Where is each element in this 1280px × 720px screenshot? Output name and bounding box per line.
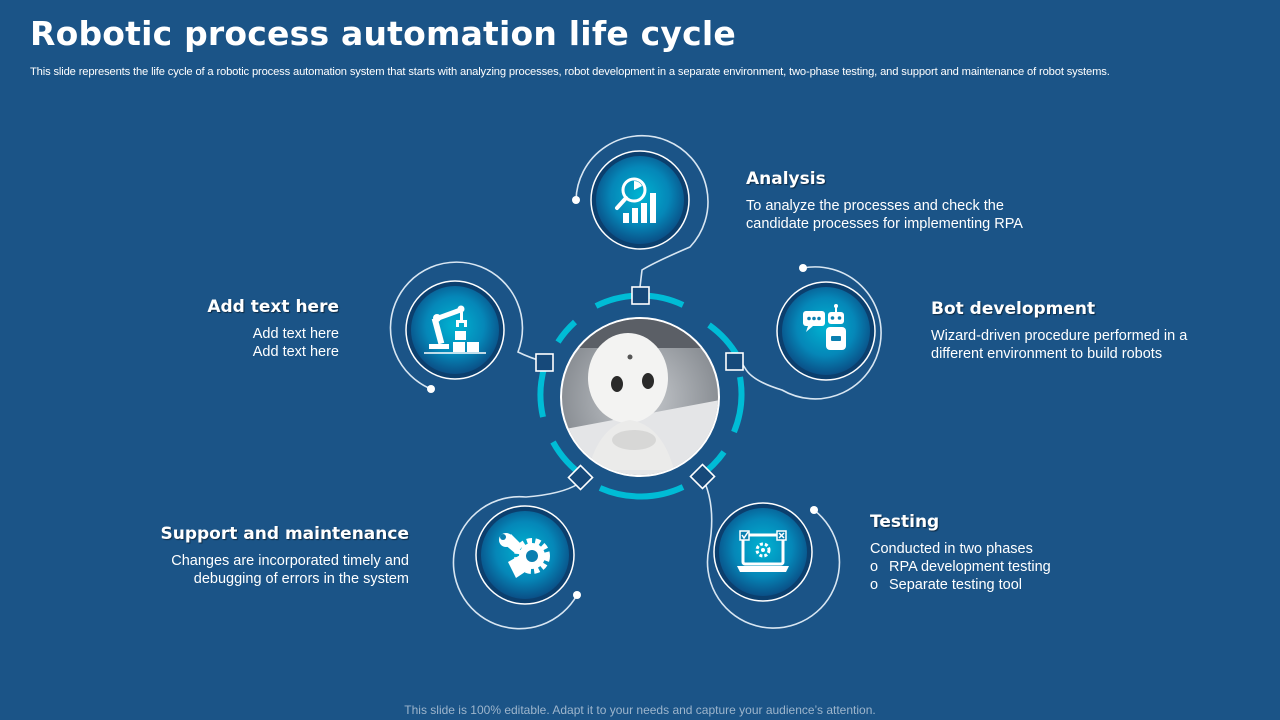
chatbot-icon	[803, 304, 846, 350]
bot-development-block: Bot development Wizard-driven procedure …	[931, 299, 1251, 363]
robotic-arm-icon	[424, 305, 486, 354]
testing-block: Testing Conducted in two phases RPA deve…	[870, 512, 1170, 594]
support-heading: Support and maintenance	[160, 524, 409, 544]
testing-bullet-2: Separate testing tool	[870, 576, 1170, 594]
laptop-gear-icon	[737, 530, 789, 572]
bot-development-line-1: Wizard-driven procedure performed in a	[931, 328, 1188, 344]
testing-bullet-1: RPA development testing	[870, 558, 1170, 576]
connector-squares	[535, 286, 744, 491]
analysis-connector	[575, 134, 709, 288]
placeholder-node	[405, 280, 505, 380]
support-line-2: debugging of errors in the system	[193, 571, 409, 587]
placeholder-line-2: Add text here	[252, 344, 339, 360]
bot-connector	[742, 266, 882, 400]
bot-development-line-2: different environment to build robots	[931, 346, 1163, 362]
placeholder-connector	[389, 261, 546, 390]
slide-footer: This slide is 100% editable. Adapt it to…	[404, 703, 876, 717]
connector-dots	[427, 196, 818, 599]
support-connector	[452, 481, 581, 630]
testing-bullets: RPA development testing Separate testing…	[870, 558, 1170, 594]
testing-intro: Conducted in two phases	[870, 541, 1033, 557]
testing-connector	[701, 479, 841, 629]
placeholder-line-1: Add text here	[252, 326, 339, 342]
analysis-block: Analysis To analyze the processes and ch…	[746, 169, 1076, 233]
wrench-gear-icon	[499, 533, 550, 578]
support-line-1: Changes are incorporated timely and	[171, 553, 409, 569]
placeholder-heading: Add text here	[207, 297, 339, 317]
placeholder-block: Add text here Add text here Add text her…	[139, 297, 339, 361]
robot-photo	[560, 317, 720, 477]
analysis-line-1: To analyze the processes and check the	[746, 198, 1004, 214]
connector-lines	[389, 134, 882, 630]
bot-development-heading: Bot development	[931, 299, 1096, 319]
analysis-heading: Analysis	[746, 169, 826, 189]
testing-heading: Testing	[870, 512, 940, 532]
support-block: Support and maintenance Changes are inco…	[99, 524, 409, 588]
slide-subtitle: This slide represents the life cycle of …	[30, 66, 1110, 78]
slide-title: Robotic process automation life cycle	[30, 14, 736, 53]
magnifier-chart-icon	[615, 177, 656, 223]
analysis-line-2: candidate processes for implementing RPA	[746, 216, 1023, 232]
